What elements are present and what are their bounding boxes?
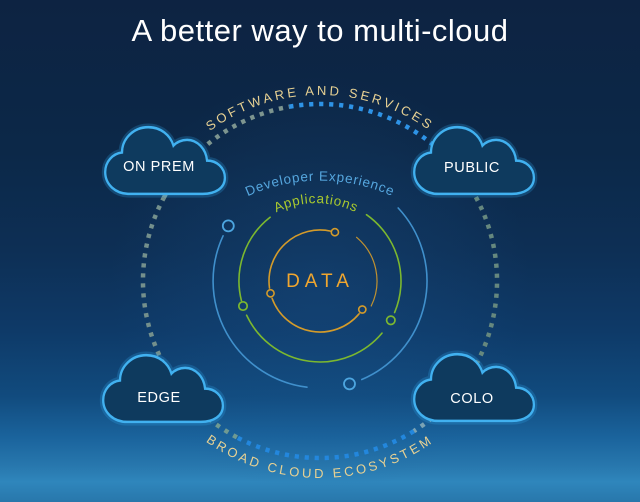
gold-node-top bbox=[330, 227, 340, 237]
cloud-colo: COLO bbox=[414, 354, 534, 421]
gold-arc-top-left bbox=[268, 229, 332, 289]
dotted-arc-top-left bbox=[161, 104, 290, 199]
cloud-label-colo: COLO bbox=[450, 391, 494, 407]
blue-node-top-left bbox=[221, 219, 235, 233]
cloud-label-edge: EDGE bbox=[137, 390, 181, 406]
data-ring bbox=[266, 227, 378, 333]
dotted-arc-right bbox=[457, 170, 500, 366]
green-arc-right bbox=[365, 213, 402, 314]
gold-arc-right bbox=[356, 236, 378, 307]
applications-ring bbox=[237, 213, 402, 363]
dotted-arc-left bbox=[140, 196, 166, 366]
cloud-edge: EDGE bbox=[103, 355, 223, 422]
cloud-label-public: PUBLIC bbox=[444, 160, 500, 176]
blue-arc-right bbox=[361, 207, 428, 381]
green-arc-bottom bbox=[245, 314, 383, 363]
cloud-public: PUBLIC bbox=[414, 127, 534, 194]
cloud-label-on-prem: ON PREM bbox=[123, 159, 195, 175]
green-node-left bbox=[237, 300, 249, 312]
gold-node-bottom-right bbox=[357, 305, 367, 314]
green-arc-left bbox=[238, 216, 271, 302]
dotted-ecosystem-circle bbox=[140, 101, 500, 461]
green-node-right bbox=[385, 315, 396, 326]
blue-arc-left bbox=[212, 235, 308, 388]
data-label: DATA bbox=[286, 271, 354, 292]
blue-node-bottom bbox=[343, 377, 356, 391]
gold-node-left bbox=[266, 288, 275, 298]
page-title: A better way to multi-cloud bbox=[131, 13, 509, 48]
cloud-on-prem: ON PREM bbox=[105, 127, 225, 194]
dotted-arc-bottom-right bbox=[412, 363, 479, 434]
dotted-arc-bottom bbox=[235, 429, 415, 461]
gold-arc-bottom bbox=[271, 297, 360, 333]
developer-experience-ring bbox=[212, 207, 428, 391]
